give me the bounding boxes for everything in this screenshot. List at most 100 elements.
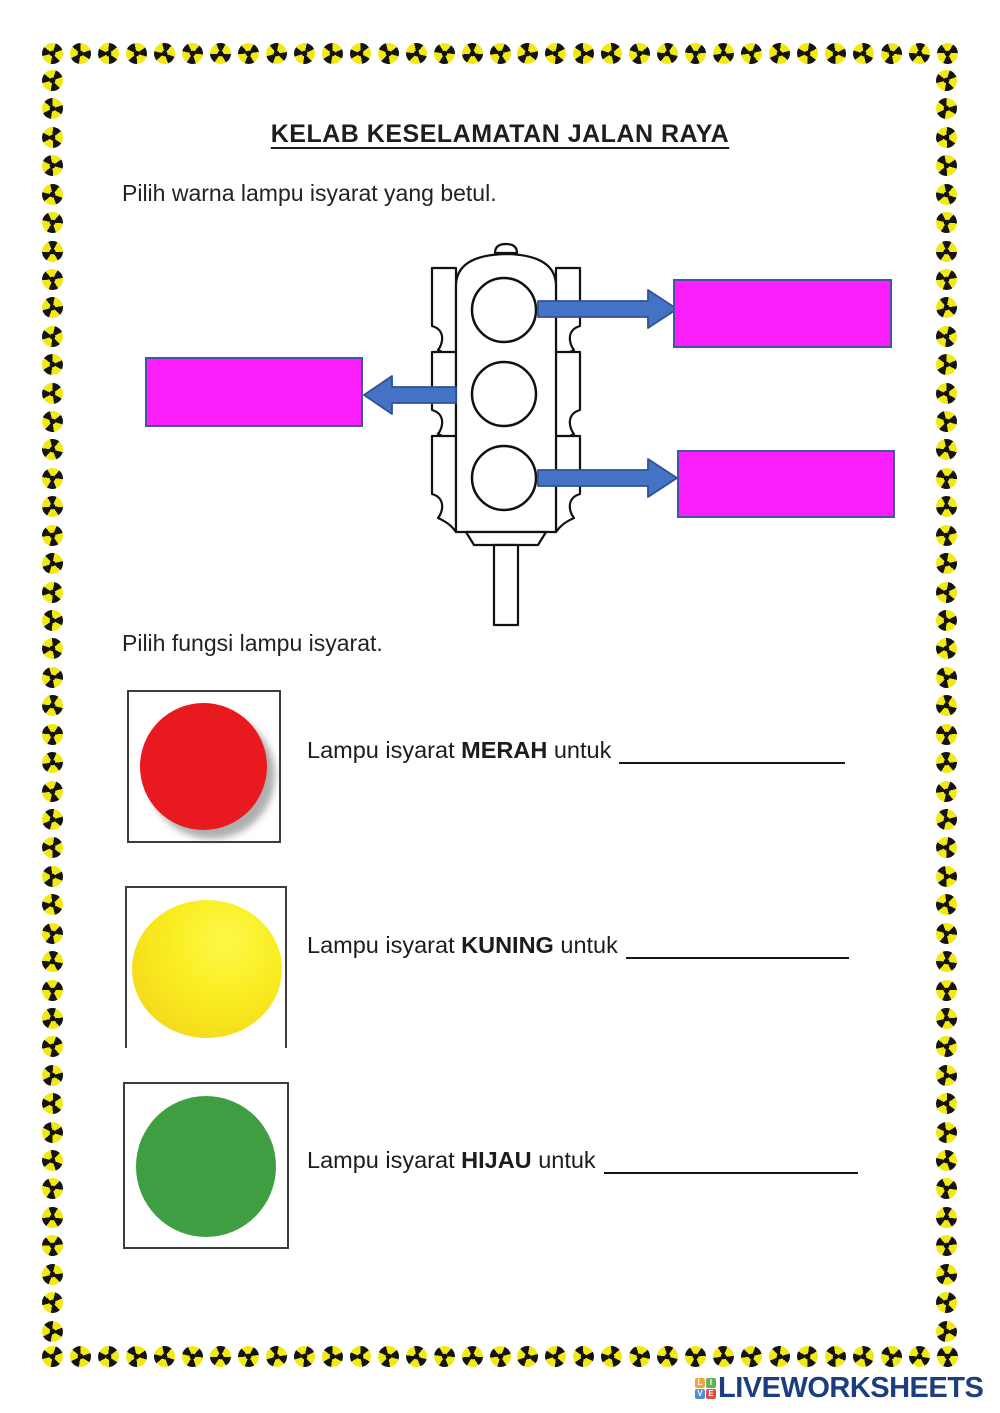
- logo-tile-l: L: [695, 1378, 705, 1388]
- wheel-icon: [38, 1288, 67, 1317]
- wheel-icon: [149, 39, 179, 68]
- logo-tile-v: V: [695, 1389, 705, 1399]
- wheel-icon: [180, 42, 204, 65]
- wheel-icon: [376, 41, 400, 66]
- wheel-icon: [933, 1233, 960, 1259]
- wheel-icon: [905, 1342, 934, 1371]
- answer-box-middle-light[interactable]: [145, 357, 363, 427]
- question-suffix: untuk: [560, 932, 618, 958]
- wheel-icon: [149, 1342, 179, 1371]
- wheel-icon: [37, 236, 68, 266]
- arrow-left-middle-icon: [363, 375, 457, 415]
- wheel-icon: [37, 378, 68, 408]
- answer-blank-merah[interactable]: [619, 740, 846, 764]
- question-prefix: Lampu isyarat: [307, 932, 455, 958]
- wheel-icon: [95, 1343, 122, 1370]
- wheel-icon: [38, 805, 67, 834]
- wheel-icon: [430, 1342, 458, 1371]
- wheel-icon: [932, 777, 961, 806]
- border-wheels-right: [931, 70, 962, 1343]
- wheel-icon: [485, 1341, 515, 1372]
- traffic-light-base: [464, 530, 548, 547]
- question-suffix: untuk: [538, 1147, 596, 1173]
- wheel-icon: [935, 1177, 958, 1200]
- instruction-choose-color: Pilih warna lampu isyarat yang betul.: [122, 180, 497, 206]
- wheel-icon: [37, 719, 68, 750]
- wheel-icon: [934, 267, 959, 292]
- yellow-light-circle: [132, 900, 282, 1038]
- wheel-icon: [851, 1344, 876, 1369]
- question-kuning: Lampu isyarat KUNING untuk: [307, 932, 849, 959]
- wheel-icon: [934, 1319, 959, 1343]
- light-circle-middle: [470, 360, 538, 428]
- wheel-icon: [934, 40, 961, 67]
- traffic-light-knob: [493, 242, 519, 255]
- visor-right-top-icon: [554, 266, 582, 366]
- wheel-icon: [934, 750, 959, 776]
- wheel-icon: [40, 750, 65, 776]
- wheel-icon: [39, 1118, 66, 1146]
- wheel-icon: [931, 1060, 962, 1090]
- wheel-icon: [711, 41, 737, 66]
- wheel-icon: [680, 1341, 711, 1372]
- question-hijau: Lampu isyarat HIJAU untuk: [307, 1147, 858, 1174]
- wheel-icon: [430, 39, 458, 68]
- wheel-icon: [877, 1342, 906, 1371]
- light-circle-bottom: [470, 444, 538, 512]
- logo-tile-e: E: [706, 1389, 716, 1399]
- wheel-icon: [37, 861, 68, 892]
- wheel-icon: [931, 236, 962, 266]
- wheel-icon: [625, 38, 655, 69]
- liveworksheets-watermark: L I V E LIVEWORKSHEETS: [695, 1372, 984, 1405]
- wheel-icon: [932, 179, 961, 209]
- answer-box-top-light[interactable]: [673, 279, 892, 348]
- wheel-icon: [38, 293, 67, 322]
- wheel-icon: [931, 520, 962, 550]
- wheel-icon: [570, 40, 598, 67]
- wheel-icon: [933, 977, 960, 1003]
- wheel-icon: [932, 947, 961, 976]
- wheel-icon: [41, 694, 64, 717]
- visor-right-middle-icon: [554, 350, 582, 450]
- wheel-icon: [459, 40, 485, 67]
- wheel-icon: [936, 70, 957, 91]
- wheel-icon: [262, 1342, 291, 1371]
- wheel-icon: [931, 1145, 962, 1176]
- wheel-icon: [401, 39, 431, 68]
- yellow-light-swatch: [125, 886, 287, 1048]
- wheel-icon: [38, 464, 67, 493]
- wheel-icon: [680, 38, 711, 69]
- wheel-icon: [41, 1177, 64, 1200]
- red-light-swatch: [127, 690, 281, 843]
- wheel-icon: [932, 1260, 961, 1289]
- wheel-icon: [345, 1341, 375, 1372]
- visor-right-bottom-icon: [554, 434, 582, 534]
- answer-blank-kuning[interactable]: [625, 935, 849, 959]
- wheel-icon: [37, 1003, 68, 1034]
- wheel-icon: [38, 918, 67, 948]
- arrow-right-bottom-icon: [537, 458, 678, 498]
- wheel-icon: [933, 635, 960, 663]
- answer-box-bottom-light[interactable]: [677, 450, 895, 518]
- question-prefix: Lampu isyarat: [307, 1147, 455, 1173]
- border-wheels-left: [37, 70, 68, 1343]
- wheel-icon: [932, 918, 961, 948]
- wheel-icon: [38, 152, 67, 180]
- wheel-icon: [459, 1343, 485, 1370]
- light-circle-top: [470, 276, 538, 344]
- wheel-icon: [931, 719, 962, 750]
- wheel-icon: [42, 1346, 63, 1367]
- answer-blank-hijau[interactable]: [603, 1150, 858, 1174]
- logo-tile-i: I: [706, 1378, 716, 1388]
- wheel-icon: [37, 1145, 68, 1176]
- wheel-icon: [656, 1345, 680, 1368]
- wheel-icon: [935, 552, 958, 575]
- wheel-icon: [376, 1344, 400, 1369]
- wheel-icon: [933, 493, 960, 520]
- wheel-icon: [931, 1202, 962, 1233]
- wheel-icon: [935, 1035, 958, 1058]
- wheel-icon: [932, 805, 961, 834]
- wheel-icon: [877, 39, 906, 68]
- wheel-icon: [65, 38, 96, 69]
- visor-left-bottom-icon: [430, 434, 458, 534]
